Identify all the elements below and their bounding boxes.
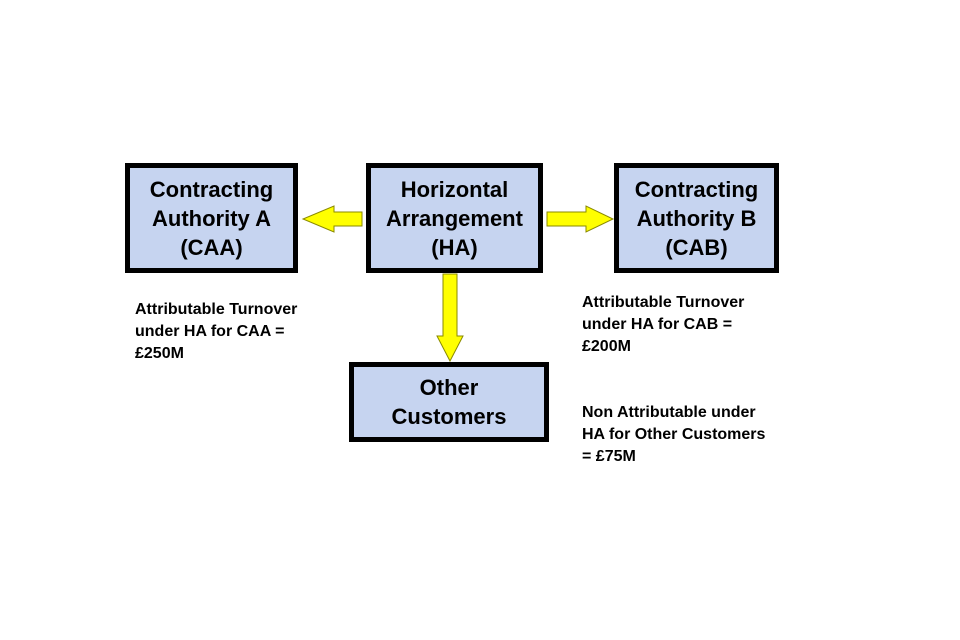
arrow-ha-to-caa [301,205,363,233]
note-other-line-2: HA for Other Customers [582,426,766,443]
note-caa-line-2: under HA for CAA = [135,323,285,340]
box-other-line-2: Customers [391,404,507,429]
note-cab-line-1: Attributable Turnover [582,294,745,311]
horizontal-arrangement-box: Horizontal Arrangement (HA) [366,163,543,273]
contracting-authority-a-box: Contracting Authority A (CAA) [125,163,298,273]
contracting-authority-b-box: Contracting Authority B (CAB) [614,163,779,273]
arrow-ha-to-cab [546,205,615,233]
note-cab-line-3: £200M [582,338,631,355]
caa-turnover-note: Attributable Turnover under HA for CAA =… [135,299,297,365]
note-caa-line-1: Attributable Turnover [135,301,298,318]
other-customers-note: Non Attributable under HA for Other Cust… [582,402,765,468]
box-ha-line-3: (HA) [431,234,478,260]
box-cab-line-3: (CAB) [665,234,728,260]
arrow-ha-to-other [436,273,464,363]
box-other-line-1: Other [419,375,479,400]
box-ha-line-1: Horizontal [400,176,509,202]
note-other-line-1: Non Attributable under [582,404,756,421]
box-caa-line-3: (CAA) [180,234,243,260]
other-customers-box: Other Customers [349,362,549,442]
box-caa-line-2: Authority A [152,205,271,231]
box-caa-line-1: Contracting [149,176,274,202]
note-caa-line-3: £250M [135,345,184,362]
box-cab-line-2: Authority B [636,205,757,231]
note-other-line-3: = £75M [582,448,636,465]
box-ha-line-2: Arrangement [386,205,523,231]
cab-turnover-note: Attributable Turnover under HA for CAB =… [582,292,744,358]
box-cab-line-1: Contracting [634,176,759,202]
note-cab-line-2: under HA for CAB = [582,316,733,333]
